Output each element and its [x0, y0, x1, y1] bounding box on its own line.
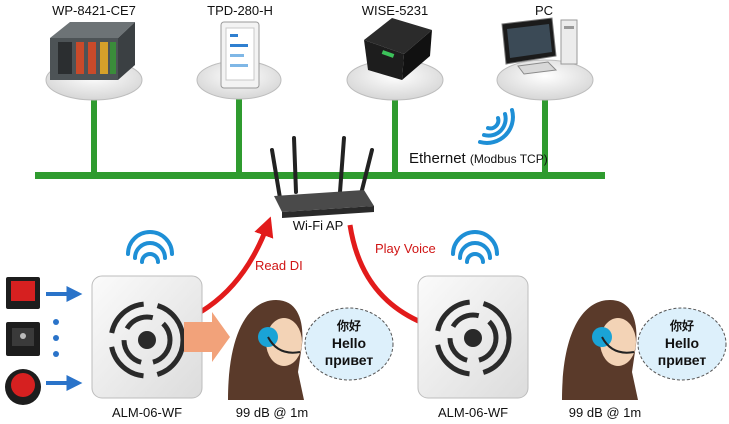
- pc-wifi-icon: [478, 108, 515, 145]
- input-dot: [53, 319, 59, 325]
- pc-label: PC: [534, 3, 554, 18]
- speech-bubble-2: [637, 307, 727, 381]
- person-2-icon: [562, 300, 638, 400]
- wifi-ap-label: Wi-Fi AP: [292, 218, 344, 233]
- speaker-1-label: ALM-06-WF: [111, 405, 183, 420]
- bubble-2-text: 你好 Hello привет: [646, 318, 718, 369]
- io-module-label: WISE-5231: [361, 3, 429, 18]
- drop-touch-panel: [236, 92, 242, 174]
- speaker-1-wifi-icon: [126, 230, 174, 264]
- protocol-text: (Modbus TCP): [469, 152, 548, 166]
- speaker-1-level: 99 dB @ 1m: [235, 405, 309, 420]
- input-dot: [53, 335, 59, 341]
- bubble-2-russian: привет: [657, 352, 707, 368]
- bubble-1-text: 你好 Hello привет: [313, 318, 385, 369]
- pc-icon: [501, 17, 578, 75]
- bubble-1-english: Hello: [331, 335, 367, 351]
- ethernet-text: Ethernet: [409, 150, 466, 167]
- wifi-ap-router-icon: [270, 136, 374, 218]
- speaker-1-device-icon: [91, 275, 203, 399]
- bubble-2-english: Hello: [664, 335, 700, 351]
- person-1-icon: [228, 300, 304, 400]
- read-di-label: Read DI: [255, 258, 303, 273]
- input-dot: [53, 351, 59, 357]
- drop-io-module: [392, 92, 398, 174]
- sound-arrow: [184, 312, 230, 362]
- bubble-1-chinese: 你好: [336, 319, 361, 333]
- push-button-icon: [6, 322, 40, 356]
- plc-label: WP-8421-CE7: [52, 3, 136, 18]
- plc-device-icon: [50, 22, 135, 80]
- ethernet-bus: [35, 172, 605, 179]
- speaker-2-device-icon: [417, 275, 529, 399]
- speaker-2-label: ALM-06-WF: [437, 405, 509, 420]
- rocker-switch-1-icon: [6, 277, 40, 309]
- touch-panel-label: TPD-280-H: [207, 3, 273, 18]
- speech-bubble-1: [304, 307, 394, 381]
- bubble-2-chinese: 你好: [669, 319, 694, 333]
- drop-pc: [542, 92, 548, 174]
- ethernet-label: Ethernet (Modbus TCP): [409, 150, 548, 167]
- speaker-2-wifi-icon: [451, 230, 499, 264]
- drop-plc: [91, 92, 97, 174]
- round-switch-icon: [5, 369, 41, 405]
- touch-panel-icon: [220, 21, 260, 89]
- speaker-2-level: 99 dB @ 1m: [568, 405, 642, 420]
- bubble-1-russian: привет: [324, 352, 374, 368]
- play-voice-label: Play Voice: [375, 241, 436, 256]
- io-module-icon: [364, 18, 432, 80]
